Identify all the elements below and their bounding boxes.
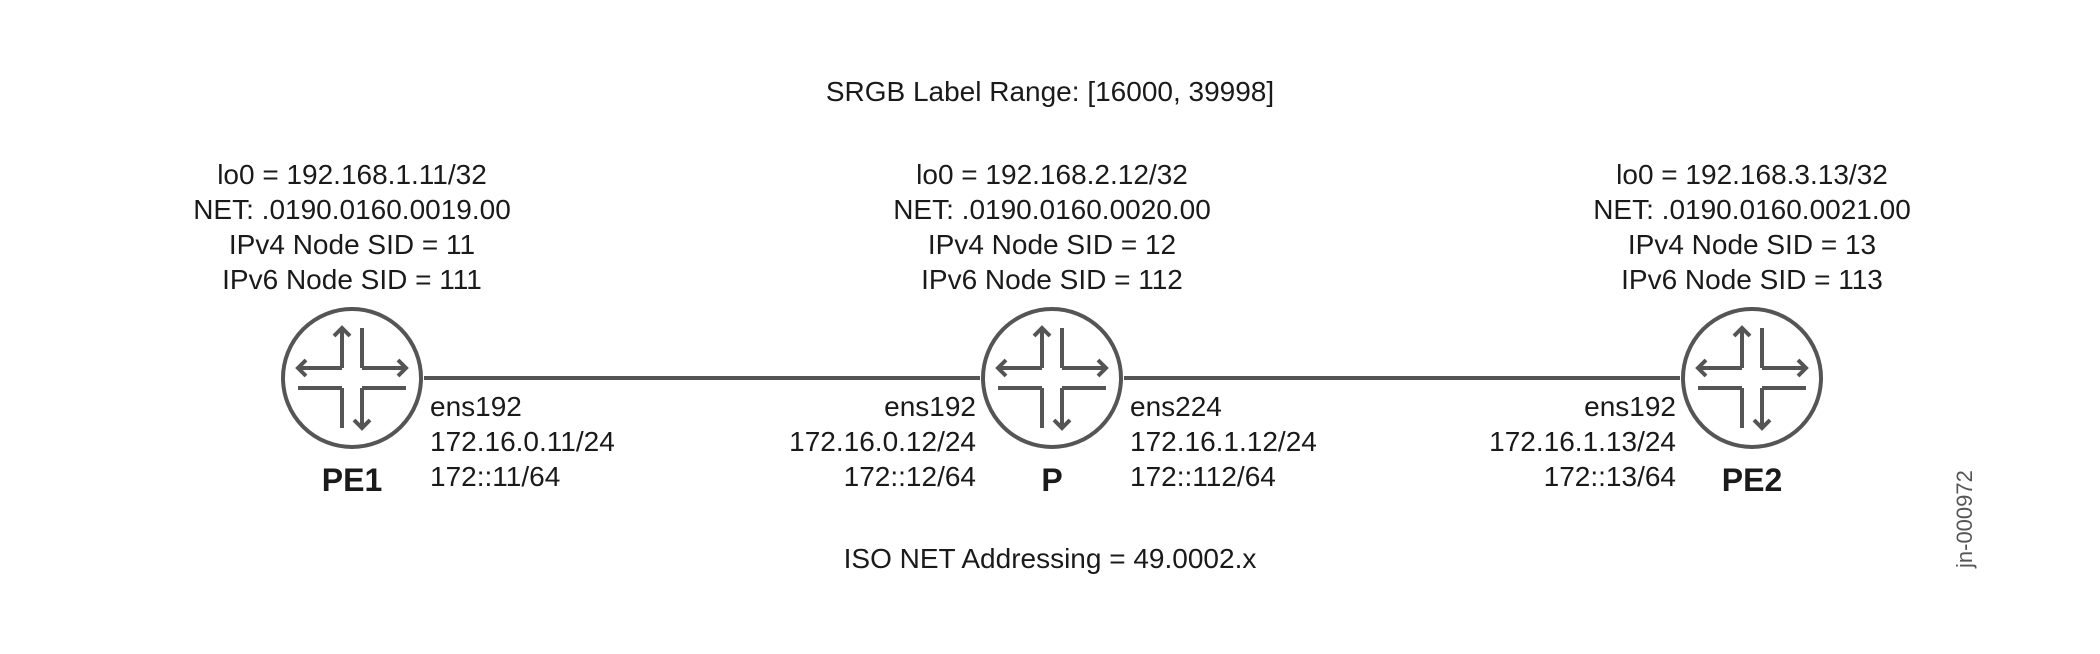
iface-ipv6: 172::11/64: [430, 461, 561, 492]
iso-net-label: ISO NET Addressing = 49.0002.x: [843, 543, 1257, 574]
node-info-pe1: lo0 = 192.168.1.11/32 NET: .0190.0160.00…: [152, 157, 552, 297]
iface-ipv6: 172::12/64: [843, 461, 976, 492]
iface-p-ens192: ens192 172.16.0.12/24 172::12/64: [706, 389, 976, 494]
iface-pe1-ens192: ens192 172.16.0.11/24 172::11/64: [430, 389, 690, 494]
node-name-p: P: [1041, 462, 1063, 498]
p-lo0: lo0 = 192.168.2.12/32: [916, 159, 1188, 190]
pe2-ipv6-sid: IPv6 Node SID = 113: [1621, 264, 1883, 295]
pe2-net: NET: .0190.0160.0021.00: [1593, 194, 1911, 225]
srgb-label: SRGB Label Range: [16000, 39998]: [825, 76, 1275, 107]
iface-ipv4: 172.16.1.12/24: [1130, 426, 1317, 457]
pe1-net: NET: .0190.0160.0019.00: [193, 194, 511, 225]
p-net: NET: .0190.0160.0020.00: [893, 194, 1211, 225]
iface-ipv6: 172::13/64: [1543, 461, 1676, 492]
router-icon: [981, 307, 1123, 449]
pe2-lo0: lo0 = 192.168.3.13/32: [1616, 159, 1888, 190]
iface-ipv6: 172::112/64: [1130, 461, 1276, 492]
pe2-ipv4-sid: IPv4 Node SID = 13: [1627, 229, 1877, 260]
pe1-ipv4-sid: IPv4 Node SID = 11: [228, 229, 476, 260]
pe1-ipv6-sid: IPv6 Node SID = 111: [222, 264, 482, 295]
iface-ipv4: 172.16.0.12/24: [789, 426, 976, 457]
node-info-pe2: lo0 = 192.168.3.13/32 NET: .0190.0160.00…: [1552, 157, 1952, 297]
iface-ipv4: 172.16.1.13/24: [1489, 426, 1676, 457]
pe1-lo0: lo0 = 192.168.1.11/32: [217, 159, 487, 190]
node-name-pe1: PE1: [321, 462, 383, 498]
figure-id: jn-000972: [1952, 470, 1977, 568]
iface-ipv4: 172.16.0.11/24: [430, 426, 615, 457]
iface-name: ens192: [884, 391, 976, 422]
iface-pe2-ens192: ens192 172.16.1.13/24 172::13/64: [1406, 389, 1676, 494]
iface-name: ens192: [1584, 391, 1676, 422]
p-ipv6-sid: IPv6 Node SID = 112: [921, 264, 1183, 295]
node-info-p: lo0 = 192.168.2.12/32 NET: .0190.0160.00…: [852, 157, 1252, 297]
iface-name: ens224: [1130, 391, 1222, 422]
node-name-pe2: PE2: [1721, 462, 1783, 498]
router-icon: [281, 307, 423, 449]
iface-p-ens224: ens224 172.16.1.12/24 172::112/64: [1130, 389, 1390, 494]
router-icon: [1681, 307, 1823, 449]
p-ipv4-sid: IPv4 Node SID = 12: [927, 229, 1177, 260]
iface-name: ens192: [430, 391, 522, 422]
